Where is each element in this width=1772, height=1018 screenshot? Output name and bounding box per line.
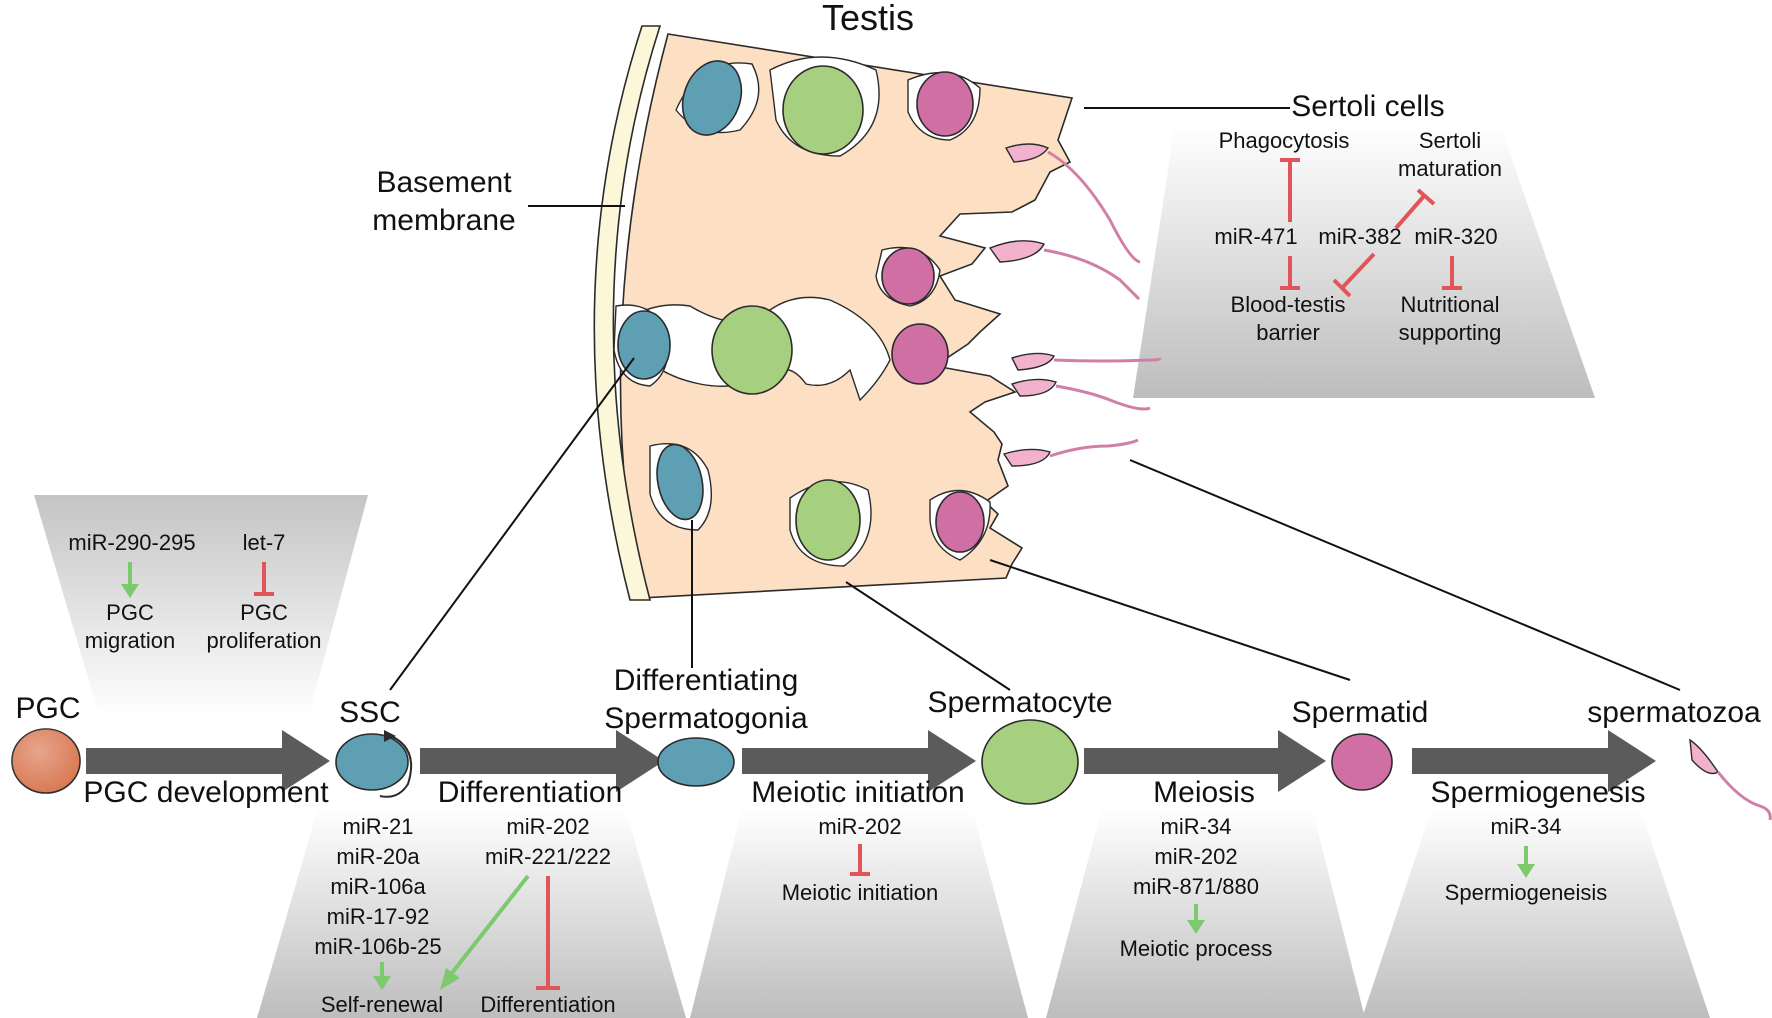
blood-testis-barrier-label-1: Blood-testis: [1231, 292, 1346, 317]
ssc-cell: [335, 733, 409, 791]
sertoli-maturation-label-2: maturation: [1398, 156, 1502, 181]
testis-section: [593, 25, 1162, 601]
meiosis-mir-3: miR-871/880: [1133, 874, 1259, 899]
sertoli-maturation-label-1: Sertoli: [1419, 128, 1481, 153]
pgc-panel: miR-290-295 let-7 PGC migration PGC prol…: [68, 530, 321, 653]
differentiation-arrow: [420, 730, 664, 792]
meiosis-mir-1: miR-34: [1161, 814, 1232, 839]
sertoli-cells-label: Sertoli cells: [1291, 90, 1444, 123]
ssc-cell-top: [681, 60, 743, 136]
process-spermiogenesis-label: Spermiogenesis: [1430, 776, 1645, 809]
let7-label: let-7: [243, 530, 286, 555]
spermatid-cell-bottom: [935, 491, 985, 553]
spermatocyte-cell-top: [782, 65, 864, 155]
diff-mir-5: miR-106b-25: [314, 934, 441, 959]
differentiation-panel: miR-21 miR-20a miR-106a miR-17-92 miR-10…: [314, 814, 615, 1017]
process-differentiation-label: Differentiation: [438, 776, 623, 809]
meiotic-initiation-target: Meiotic initiation: [782, 880, 939, 905]
differentiation-target-label: Differentiation: [480, 992, 615, 1017]
spermatocyte-cell-middle: [711, 305, 793, 395]
diff-spermatogonia-cell: [657, 737, 735, 787]
meiosis-panel: miR-34 miR-202 miR-871/880 Meiotic proce…: [1120, 814, 1273, 961]
mir382-label: miR-382: [1318, 224, 1401, 249]
pgc-development-arrow: [86, 730, 330, 792]
diff-mir-4: miR-17-92: [327, 904, 430, 929]
basement-membrane: [593, 25, 662, 601]
spermatozoa-icon: [1689, 738, 1772, 821]
spermatocyte-cell: [981, 719, 1079, 805]
spermatid-cell-middle-1: [881, 247, 935, 305]
leader-lines: [389, 107, 1681, 691]
left-mirs-activate-arrowhead: [373, 976, 391, 990]
diff-mir-202: miR-202: [506, 814, 589, 839]
pgc-panel-bg: [34, 495, 368, 718]
phagocytosis-label: Phagocytosis: [1219, 128, 1350, 153]
nutritional-supporting-label-1: Nutritional: [1400, 292, 1499, 317]
pgc-proliferation-label-1: PGC: [240, 600, 288, 625]
pgc-proliferation-label-2: proliferation: [207, 628, 322, 653]
meiosis-arrow: [1084, 730, 1326, 792]
spermio-mir34-label: miR-34: [1491, 814, 1562, 839]
meiotic-initiation-panel-bg: [690, 808, 1028, 1018]
spermiogenesis-arrow: [1412, 730, 1656, 792]
process-meiotic-initiation-label: Meiotic initiation: [751, 776, 964, 809]
self-renewal-loop-arrowhead: [384, 730, 396, 742]
spermatid-cell: [1331, 733, 1393, 791]
stage-pgc-label: PGC: [15, 692, 80, 725]
stage-spermatozoa-label: spermatozoa: [1587, 696, 1761, 729]
meiotic-process-target: Meiotic process: [1120, 936, 1273, 961]
spermiogenesis-panel-bg: [1362, 808, 1710, 1018]
pgc-migration-label-1: PGC: [106, 600, 154, 625]
stage-ssc-label: SSC: [339, 696, 401, 729]
process-arrows: [86, 730, 1656, 792]
self-renewal-loop-icon: [379, 733, 413, 798]
mir320-label: miR-320: [1414, 224, 1497, 249]
spermatocyte-cell-bottom: [795, 479, 861, 561]
meiosis-panel-bg: [1046, 808, 1365, 1018]
ssc-cell-bottom: [656, 443, 704, 521]
sertoli-panel: Phagocytosis Sertoli maturation miR-471 …: [1214, 128, 1502, 345]
meiosis-activate-arrowhead: [1187, 920, 1205, 934]
self-renewal-label: Self-renewal: [321, 992, 443, 1017]
basement-membrane-label-line2: membrane: [372, 204, 515, 237]
sperm-in-lumen: [988, 143, 1162, 467]
spermiogeneisis-target: Spermiogeneisis: [1445, 880, 1608, 905]
spermatid-cell-middle-2: [891, 323, 949, 385]
basement-membrane-label-line1: Basement: [376, 166, 512, 199]
pgc-cell-sheen: [12, 729, 80, 793]
stage-spermatid-label: Spermatid: [1292, 696, 1429, 729]
meiotic-initiation-arrow: [742, 730, 976, 792]
diff-mir-221-222: miR-221/222: [485, 844, 611, 869]
stage-diff-spermatogonia-label-2: Spermatogonia: [604, 702, 808, 735]
meiosis-mir-2: miR-202: [1154, 844, 1237, 869]
process-pgc-development-label: PGC development: [83, 776, 329, 809]
diff-mir-1: miR-21: [343, 814, 414, 839]
differentiation-panel-bg: [257, 808, 686, 1018]
mir290-activate-arrowhead: [121, 584, 139, 598]
testis-title: Testis: [822, 0, 914, 38]
spermiogenesis-panel: miR-34 Spermiogeneisis: [1445, 814, 1608, 905]
mir202-activate-arrowhead: [440, 968, 460, 990]
sertoli-inhibit-arrows: [1280, 158, 1462, 298]
pgc-migration-label-2: migration: [85, 628, 175, 653]
blood-testis-barrier-label-2: barrier: [1256, 320, 1320, 345]
mir202-activate-arrow: [446, 874, 530, 980]
meiotic-mir202-label: miR-202: [818, 814, 901, 839]
mir471-label: miR-471: [1214, 224, 1297, 249]
stage-diff-spermatogonia-label-1: Differentiating: [614, 664, 799, 697]
spermatid-cell-top: [916, 71, 974, 137]
stage-spermatocyte-label: Spermatocyte: [927, 686, 1112, 719]
meiotic-initiation-panel: miR-202 Meiotic initiation: [782, 814, 939, 905]
spermio-activate-arrowhead: [1517, 864, 1535, 878]
diff-mir-2: miR-20a: [336, 844, 420, 869]
process-meiosis-label: Meiosis: [1153, 776, 1255, 809]
sertoli-panel-bg: [1133, 125, 1595, 398]
mir290-label: miR-290-295: [68, 530, 195, 555]
diff-mir-3: miR-106a: [330, 874, 426, 899]
nutritional-supporting-label-2: supporting: [1399, 320, 1502, 345]
